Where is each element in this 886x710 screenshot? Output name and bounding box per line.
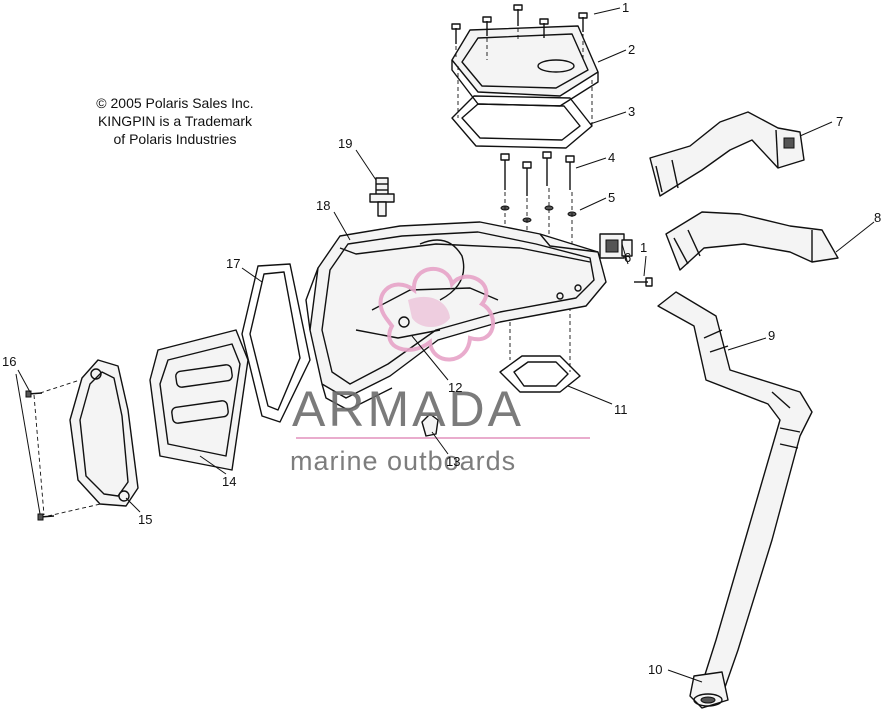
air-filter [149, 329, 249, 471]
callout-15: 15 [138, 512, 152, 527]
callout-14: 14 [222, 474, 236, 489]
callout-5: 5 [608, 190, 615, 205]
watermark-logo: ARMADA marine outboards [290, 267, 590, 476]
air-box-cover [451, 25, 599, 107]
cover-screws [451, 4, 588, 44]
callout-17: 17 [226, 256, 240, 271]
drain-hose [657, 291, 813, 691]
copyright-notice: © 2005 Polaris Sales Inc. KINGPIN is a T… [60, 94, 290, 148]
copyright-line-1: © 2005 Polaris Sales Inc. [96, 95, 254, 111]
callout-3: 3 [628, 104, 635, 119]
callout-8: 8 [874, 210, 881, 225]
cover-gasket [451, 95, 593, 149]
callout-1: 1 [622, 0, 629, 15]
cover-screws-left [25, 390, 55, 521]
callout-7: 7 [836, 114, 843, 129]
callout-18: 18 [316, 198, 330, 213]
washers [500, 205, 577, 223]
hose-fitting [689, 671, 729, 709]
copyright-line-3: of Polaris Industries [113, 131, 237, 147]
callout-19: 19 [338, 136, 352, 151]
air-box-body [305, 221, 607, 411]
watermark-tagline: marine outboards [290, 446, 516, 476]
clip [421, 413, 439, 437]
callout-4: 4 [608, 150, 615, 165]
callout-11: 11 [614, 402, 628, 417]
callout-13: 13 [446, 454, 460, 469]
callout-6: 6 [624, 250, 631, 265]
filter-frame-gasket [241, 263, 311, 423]
filter-cover [69, 359, 139, 507]
intake-hose-lower [665, 211, 839, 271]
leader-lines [15, 7, 875, 683]
callout-numbers: 1 2 3 4 5 6 1 7 8 9 10 11 12 13 14 15 16… [2, 0, 881, 677]
sensor [599, 233, 653, 287]
watermark-emblem [378, 267, 495, 362]
callout-12: 12 [448, 380, 462, 395]
callout-10: 10 [648, 662, 662, 677]
copyright-line-2: KINGPIN is a Trademark [97, 113, 253, 129]
callout-9: 9 [768, 328, 775, 343]
watermark-brand: ARMADA [292, 381, 524, 437]
intake-hose-upper [649, 111, 805, 197]
mounting-bolts [500, 151, 575, 196]
vent-fitting [369, 177, 395, 217]
callout-16: 16 [2, 354, 16, 369]
callout-2: 2 [628, 42, 635, 57]
callout-1b: 1 [640, 240, 647, 255]
outlet-gasket [499, 355, 581, 393]
